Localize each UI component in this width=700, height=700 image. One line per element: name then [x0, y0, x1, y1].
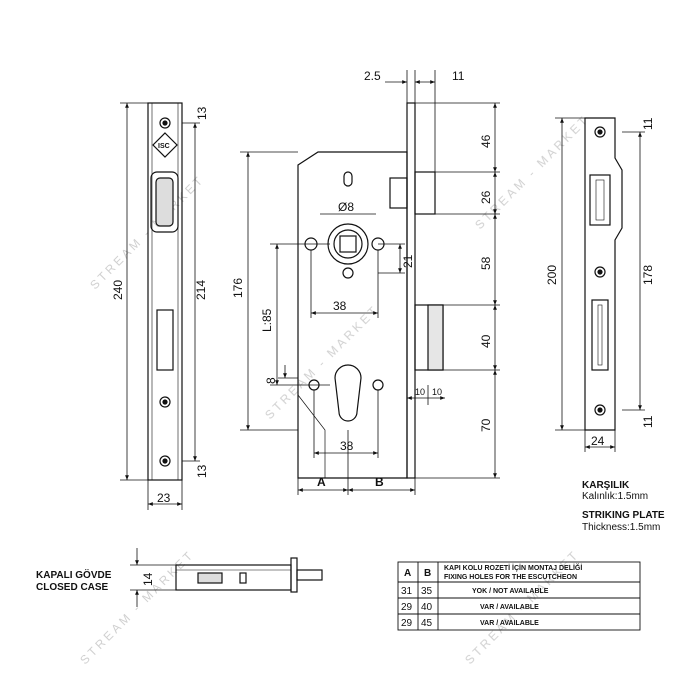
table-row-3-a: 29 — [401, 618, 413, 629]
dim-front-top: 13 — [195, 106, 209, 120]
label-striking-tr: KARŞILIK — [582, 480, 630, 491]
table-row-3-b: 45 — [421, 618, 433, 629]
lock-body-dimensions — [240, 70, 500, 495]
dim-top-right: 11 — [452, 69, 465, 83]
watermark-2: STREAM - MARKET — [262, 302, 382, 422]
dim-front-width: 23 — [157, 491, 171, 505]
dim-10-left: 10 — [415, 387, 425, 397]
striking-plate-view — [584, 117, 623, 431]
svg-text:ISC: ISC — [158, 143, 170, 150]
dim-dia8: Ø8 — [338, 200, 354, 214]
table-row-1-b: 35 — [421, 586, 433, 597]
dim-plate-width: 24 — [591, 434, 605, 448]
label-thickness-en: Thickness:1.5mm — [582, 522, 660, 533]
label-closed-en: CLOSED CASE — [36, 582, 109, 593]
dim-col-b: B — [375, 475, 384, 489]
label-striking-en: STRIKING PLATE — [582, 510, 665, 521]
table-row-2-b: 40 — [421, 602, 433, 613]
dim-plate-bottom: 11 — [641, 415, 655, 428]
dim-front-bottom: 13 — [195, 464, 209, 478]
dim-top-left: 2.5 — [364, 69, 381, 83]
front-plate-dimensions — [120, 102, 200, 510]
label-thickness-tr: Kalınlık:1.5mm — [582, 491, 648, 502]
table-row-1-note: YOK / NOT AVAILABLE — [472, 588, 549, 595]
dim-side-70: 70 — [479, 418, 493, 432]
dim-side-26: 26 — [479, 190, 493, 204]
dim-8: 8 — [264, 377, 278, 384]
dim-body-height: 176 — [231, 278, 245, 298]
table-title-en: FIXING HOLES FOR THE ESCUTCHEON — [444, 574, 577, 581]
table-header-b: B — [424, 568, 431, 579]
lock-body-view — [297, 102, 444, 479]
dim-38-top: 38 — [333, 299, 347, 313]
dim-side-40: 40 — [479, 334, 493, 348]
dim-l85: L:85 — [260, 308, 274, 332]
table-header-a: A — [404, 568, 411, 579]
label-closed-tr: KAPALI GÖVDE — [36, 568, 112, 581]
dim-21: 21 — [401, 254, 415, 268]
table-title-tr: KAPI KOLU ROZETİ İÇİN MONTAJ DELİĞİ — [444, 563, 582, 572]
table-row-2-a: 29 — [401, 602, 413, 613]
dim-case-thickness: 14 — [141, 572, 155, 586]
dim-front-height: 240 — [111, 280, 125, 300]
dim-38-bottom: 38 — [340, 439, 354, 453]
closed-case-view — [175, 557, 323, 593]
dim-10-right: 10 — [432, 387, 442, 397]
dim-plate-height: 200 — [545, 265, 559, 285]
dim-side-58: 58 — [479, 256, 493, 270]
dim-plate-top: 11 — [641, 117, 655, 130]
escutcheon-table — [397, 561, 641, 631]
striking-plate-dimensions — [555, 117, 645, 452]
front-plate-view: ISC — [147, 102, 183, 481]
table-row-3-note: VAR / AVAILABLE — [480, 620, 539, 627]
table-row-2-note: VAR / AVAILABLE — [480, 604, 539, 611]
dim-side-46: 46 — [479, 134, 493, 148]
dim-front-inner: 214 — [194, 280, 208, 300]
dim-col-a: A — [317, 475, 326, 489]
watermark-1: STREAM - MARKET — [87, 172, 207, 292]
closed-case-dimensions — [130, 548, 176, 607]
table-row-1-a: 31 — [401, 586, 413, 597]
dim-plate-inner: 178 — [641, 265, 655, 285]
